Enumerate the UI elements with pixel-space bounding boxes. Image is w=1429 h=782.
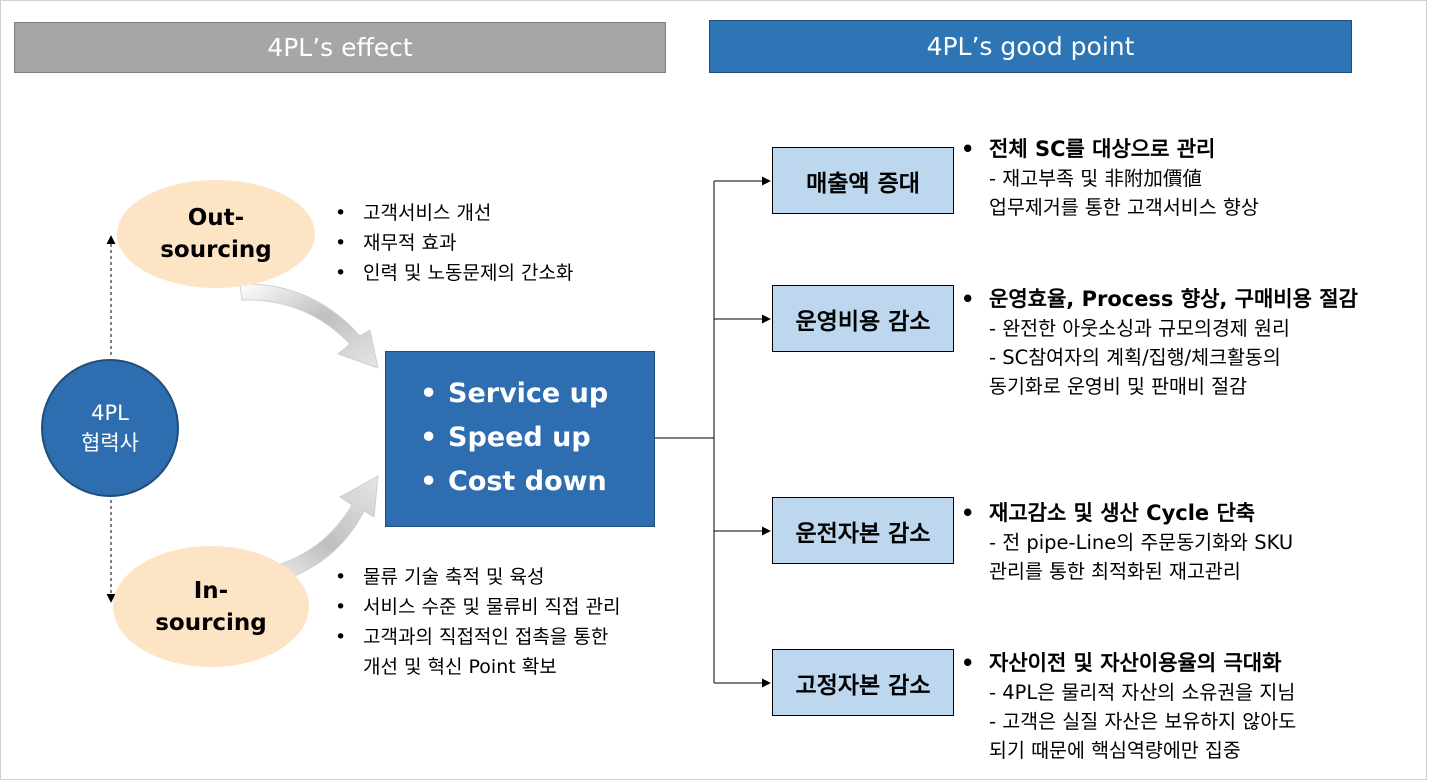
benefit-desc-revenue: 전체 SC를 대상으로 관리 - 재고부족 및 非附加價値 업무제거를 통한 고… [957,134,1259,222]
outsourcing-bullets: 고객서비스 개선 재무적 효과 인력 및 노동문제의 간소화 [333,198,573,288]
benefit-box-fixed-capital: 고정자본 감소 [772,649,954,716]
benefit-box-revenue: 매출액 증대 [772,147,954,214]
benefit-heading: 재고감소 및 생산 Cycle 단축 [957,498,1293,528]
benefit-detail: - 전 pipe-Line의 주문동기화와 SKU 관리를 통한 최적화된 재고… [989,531,1294,583]
goal-item: Service up [386,374,654,418]
goal-item: Speed up [386,418,654,462]
outsourcing-ellipse: Out- sourcing [117,180,315,288]
center-goals-box: Service up Speed up Cost down [385,351,655,527]
curved-arrow-top [239,283,379,369]
list-item: 인력 및 노동문제의 간소화 [333,258,573,288]
list-item: 고객서비스 개선 [333,198,573,228]
benefit-box-working-capital: 운전자본 감소 [772,497,954,564]
benefit-detail: - 재고부족 및 非附加價値 업무제거를 통한 고객서비스 향상 [989,167,1259,219]
list-item: 재무적 효과 [333,228,573,258]
benefit-detail: - 완전한 아웃소싱과 규모의경제 원리 [989,317,1290,340]
insourcing-bullets: 물류 기술 축적 및 육성 서비스 수준 및 물류비 직접 관리 고객과의 직접… [333,562,620,682]
benefit-detail: - SC참여자의 계획/집행/체크활동의 동기화로 운영비 및 판매비 절감 [989,346,1281,398]
benefit-detail: - 고객은 실질 자산은 보유하지 않아도 되기 때문에 핵심역량에만 집중 [989,710,1297,762]
benefit-heading: 전체 SC를 대상으로 관리 [957,134,1259,164]
outsourcing-label: Out- sourcing [160,205,272,263]
good-point-header-label: 4PL’s good point [926,32,1135,61]
partner-label: 4PL 협력사 [81,401,139,455]
benefit-detail: - 4PL은 물리적 자산의 소유권을 지님 [989,681,1296,704]
effect-header-label: 4PL’s effect [267,33,413,62]
good-point-header: 4PL’s good point [709,20,1352,73]
list-item: 서비스 수준 및 물류비 직접 관리 [333,592,620,622]
insourcing-ellipse: In- sourcing [113,546,309,667]
list-item: 고객과의 직접적인 접촉을 통한 개선 및 혁신 Point 확보 [333,622,620,682]
benefit-box-operating-cost: 운영비용 감소 [772,285,954,352]
benefit-desc-operating-cost: 운영효율, Process 향상, 구매비용 절감 - 완전한 아웃소싱과 규모… [957,284,1358,401]
benefit-heading: 자산이전 및 자산이용율의 극대화 [957,648,1296,678]
benefit-desc-fixed-capital: 자산이전 및 자산이용율의 극대화 - 4PL은 물리적 자산의 소유권을 지님… [957,648,1296,765]
partner-circle: 4PL 협력사 [41,359,179,497]
benefit-heading: 운영효율, Process 향상, 구매비용 절감 [957,284,1358,314]
effect-header: 4PL’s effect [14,22,666,73]
insourcing-label: In- sourcing [155,577,267,636]
benefit-desc-working-capital: 재고감소 및 생산 Cycle 단축 - 전 pipe-Line의 주문동기화와… [957,498,1293,586]
goal-item: Cost down [386,462,654,506]
list-item: 물류 기술 축적 및 육성 [333,562,620,592]
